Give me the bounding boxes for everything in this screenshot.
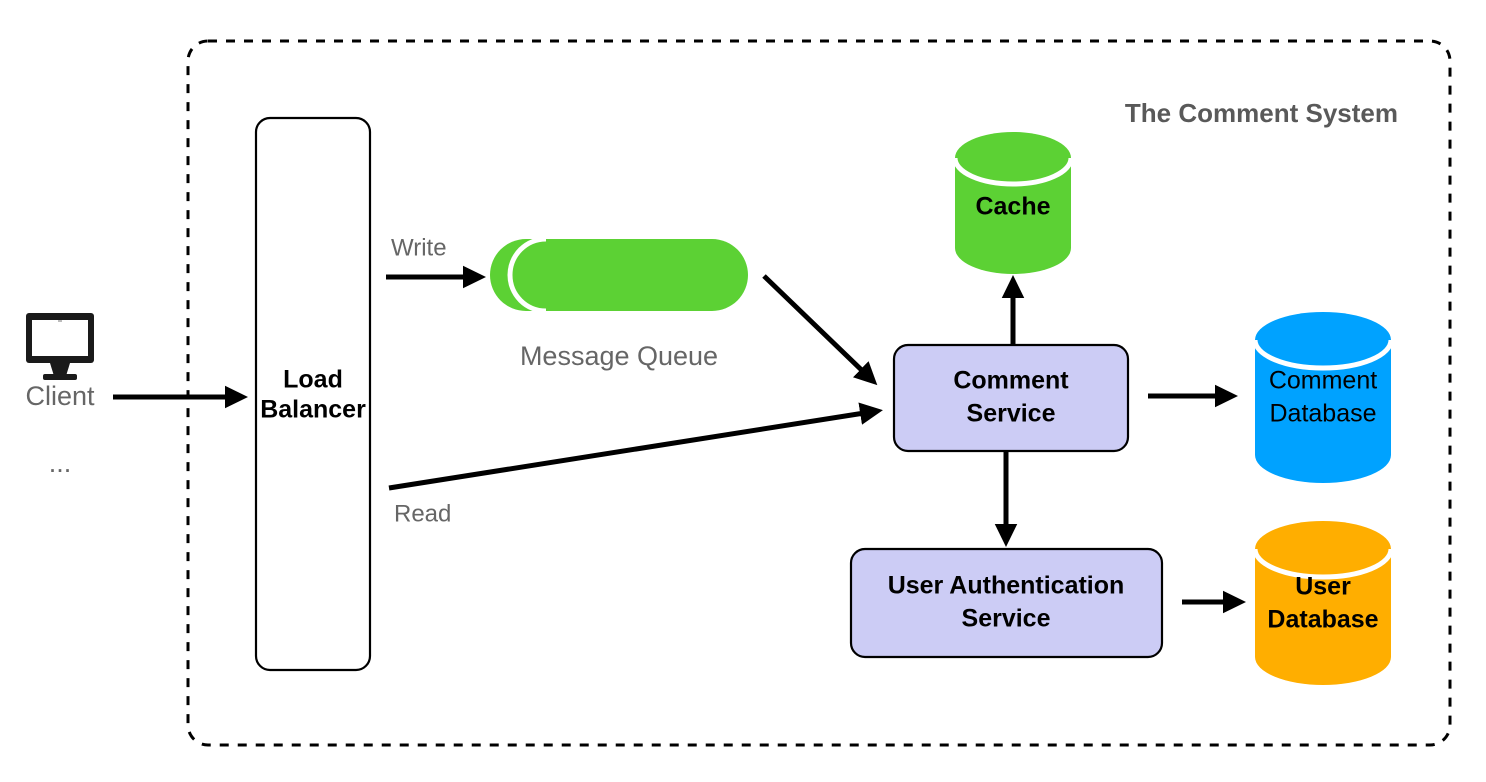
- cache-label: Cache: [975, 193, 1050, 221]
- load-balancer-label-line1: Load: [283, 366, 343, 394]
- load-balancer-label-line2: Balancer: [260, 396, 366, 424]
- edge-load-balancer-to-comment-service: Read: [388, 402, 883, 527]
- comment-service-label-line2: Service: [967, 400, 1056, 428]
- node-user-database[interactable]: User Database: [1252, 521, 1394, 685]
- comment-database-label-line2: Database: [1269, 400, 1376, 428]
- node-message-queue[interactable]: Message Queue: [490, 236, 748, 371]
- node-comment-database[interactable]: Comment Database: [1252, 312, 1394, 483]
- message-queue-label: Message Queue: [520, 341, 718, 371]
- node-load-balancer[interactable]: Load Balancer: [254, 116, 372, 672]
- edge-label-write: Write: [391, 234, 447, 261]
- client-label: Client: [25, 381, 95, 411]
- node-user-authentication-service[interactable]: User Authentication Service: [849, 547, 1164, 659]
- user-database-label-line2: Database: [1267, 606, 1378, 634]
- client-actor: Client ...: [25, 313, 95, 478]
- user-authentication-service-label-line2: Service: [962, 605, 1051, 633]
- edge-label-read: Read: [394, 500, 451, 527]
- edge-load-balancer-to-message-queue: Write: [386, 234, 486, 289]
- page-title: The Comment System: [1125, 98, 1398, 128]
- node-comment-service[interactable]: Comment Service: [892, 343, 1130, 453]
- monitor-icon: [26, 313, 94, 380]
- edge-message-queue-to-comment-service: [762, 274, 878, 386]
- node-cache[interactable]: Cache: [952, 132, 1074, 274]
- client-ellipsis: ...: [49, 448, 72, 478]
- user-authentication-service-label-line1: User Authentication: [888, 572, 1125, 600]
- comment-database-label-line1: Comment: [1269, 367, 1377, 395]
- comment-service-label-line1: Comment: [953, 367, 1069, 395]
- system-boundary: [186, 39, 1452, 747]
- user-database-label-line1: User: [1295, 573, 1351, 601]
